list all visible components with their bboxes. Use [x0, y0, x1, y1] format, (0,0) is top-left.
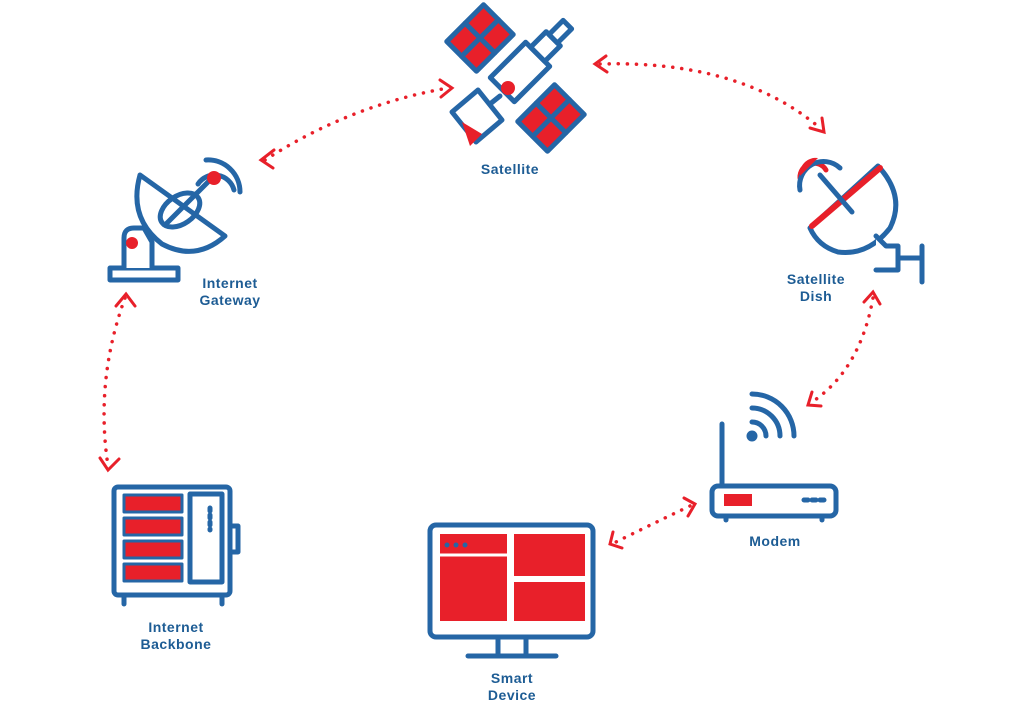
internet-gateway-label: Internet Gateway: [199, 275, 261, 308]
internet-backbone-label: Internet Backbone: [140, 619, 212, 652]
monitor-icon: [427, 522, 596, 659]
connector-gateway-backbone: [98, 291, 137, 473]
connector-gateway-satellite: [258, 78, 455, 170]
satellite-icon: [444, 2, 587, 154]
satellite-dish-icon: [797, 157, 925, 285]
satellite-label: Satellite: [480, 161, 540, 177]
connector-satellite-dish: [592, 54, 826, 135]
smart-device-label: Smart Device: [487, 670, 537, 703]
satellite-dish-label: Satellite Dish: [786, 271, 846, 304]
server-rack-icon: [111, 484, 241, 607]
router-icon: [709, 391, 839, 523]
modem-label: Modem: [749, 533, 801, 549]
connector-dish-modem: [806, 289, 882, 408]
connector-modem-device: [608, 496, 698, 550]
ground-station-dish-icon: [107, 157, 243, 283]
